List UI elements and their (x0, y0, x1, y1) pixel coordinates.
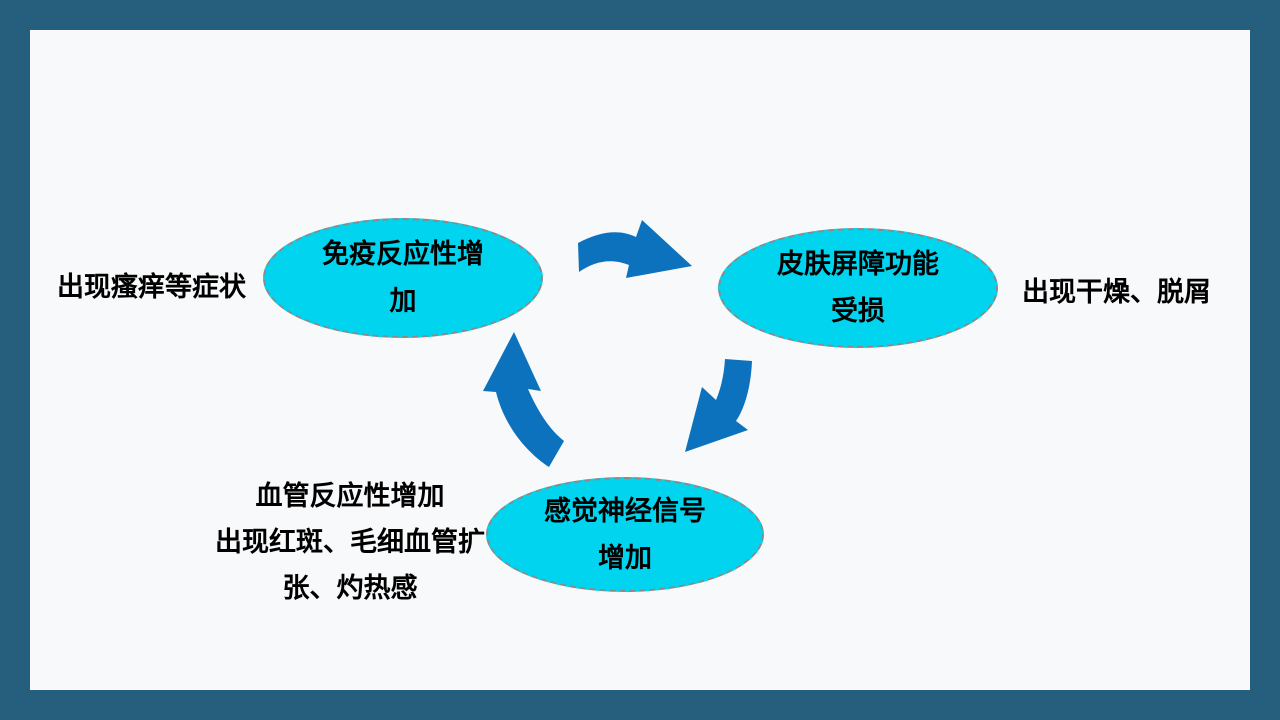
node-immune-response: 免疫反应性增 加 (263, 218, 543, 338)
annotation-itching: 出现瘙痒等症状 (57, 272, 246, 302)
node-sensory-nerve: 感觉神经信号 增加 (486, 477, 764, 592)
node-label-line: 免疫反应性增 (322, 239, 484, 269)
node-label-line: 皮肤屏障功能 (777, 249, 939, 279)
node-label-line: 感觉神经信号 (544, 495, 706, 526)
annotation-dryness: 出现干燥、脱屑 (1022, 277, 1211, 307)
node-label-line: 加 (389, 286, 417, 316)
node-label-line: 受损 (831, 296, 885, 326)
annotation-vascular-line: 张、灼热感 (282, 573, 418, 603)
node-label-line: 增加 (598, 542, 652, 573)
node-skin-barrier: 皮肤屏障功能 受损 (718, 228, 998, 348)
annotation-vascular: 血管反应性增加 出现红斑、毛细血管扩 张、灼热感 (180, 473, 520, 611)
annotation-vascular-line: 血管反应性增加 (255, 481, 445, 511)
annotation-vascular-line: 出现红斑、毛细血管扩 (215, 527, 485, 557)
